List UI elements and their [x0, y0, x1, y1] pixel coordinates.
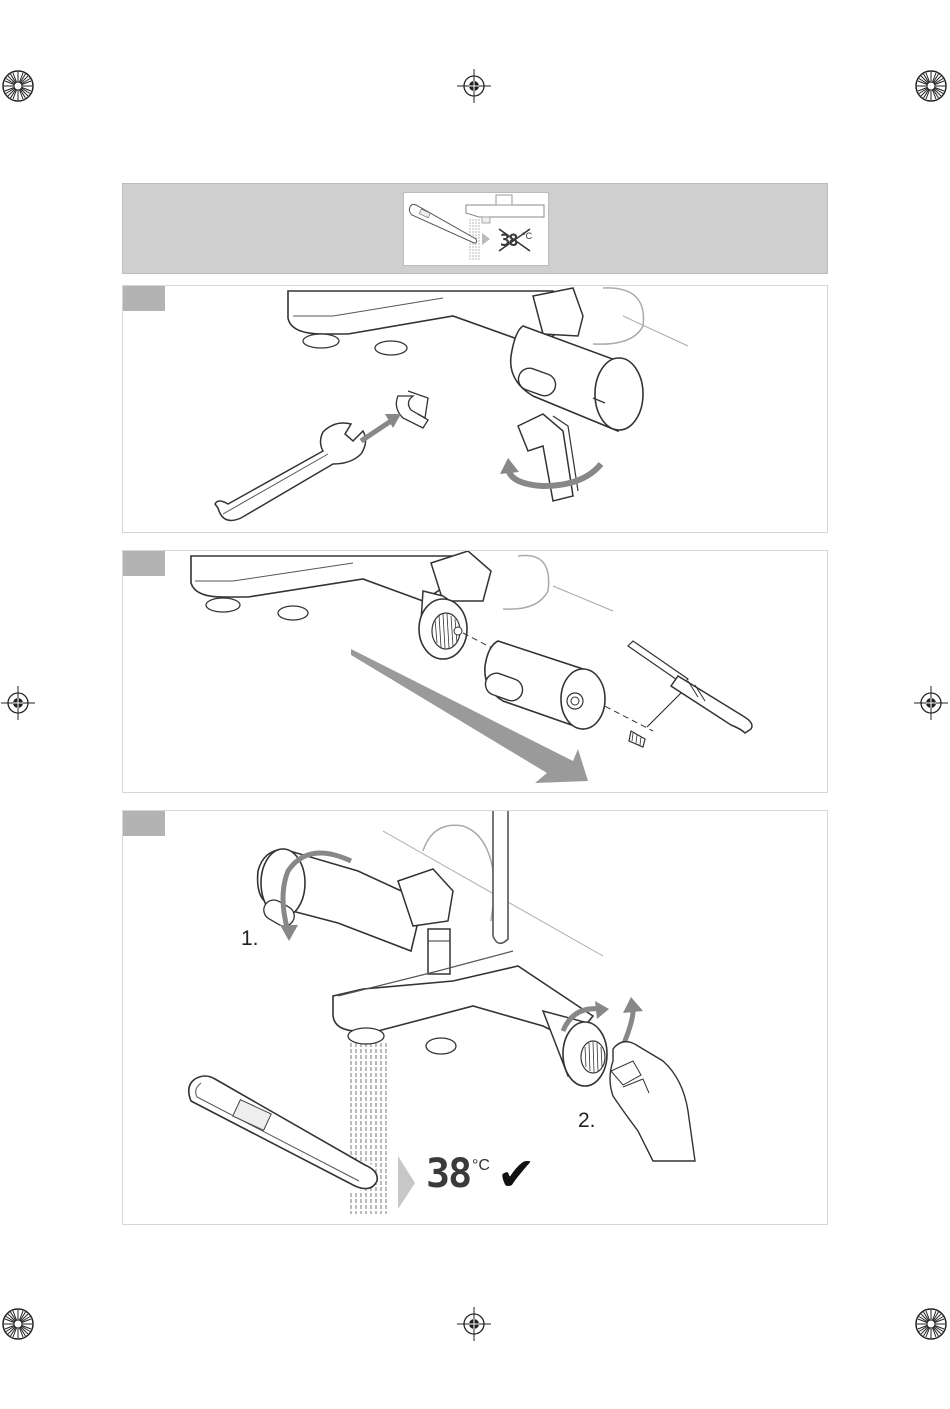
registration-cross-top — [457, 69, 491, 103]
registration-cross-left — [1, 686, 35, 720]
thumbnail-image: 38 °C — [403, 192, 549, 266]
thumbnail-temperature-value: 38 — [500, 231, 516, 251]
wrench-removal-illustration — [123, 286, 828, 533]
registration-star-bottom-right — [916, 1309, 946, 1339]
handle-removal-illustration — [123, 551, 828, 793]
step-panel-1 — [122, 285, 828, 533]
header-banner: 38 °C — [122, 183, 828, 274]
temperature-unit: °C — [472, 1157, 490, 1175]
step-2-label: 2. — [578, 1109, 596, 1133]
step-1-label: 1. — [241, 927, 259, 951]
registration-star-top-right — [916, 71, 946, 101]
registration-cross-right — [914, 686, 948, 720]
step-panel-3: 1. 2. 38 °C ✔ — [122, 810, 828, 1225]
registration-star-bottom-left — [3, 1309, 33, 1339]
thumbnail-temperature-unit: °C — [522, 231, 532, 241]
step-panel-2 — [122, 550, 828, 793]
registration-star-top-left — [3, 71, 33, 101]
temperature-value: 38 — [426, 1151, 470, 1197]
thumbnail-thermometer-icon — [404, 193, 549, 266]
registration-cross-bottom — [457, 1307, 491, 1341]
checkmark-icon: ✔ — [497, 1147, 536, 1201]
